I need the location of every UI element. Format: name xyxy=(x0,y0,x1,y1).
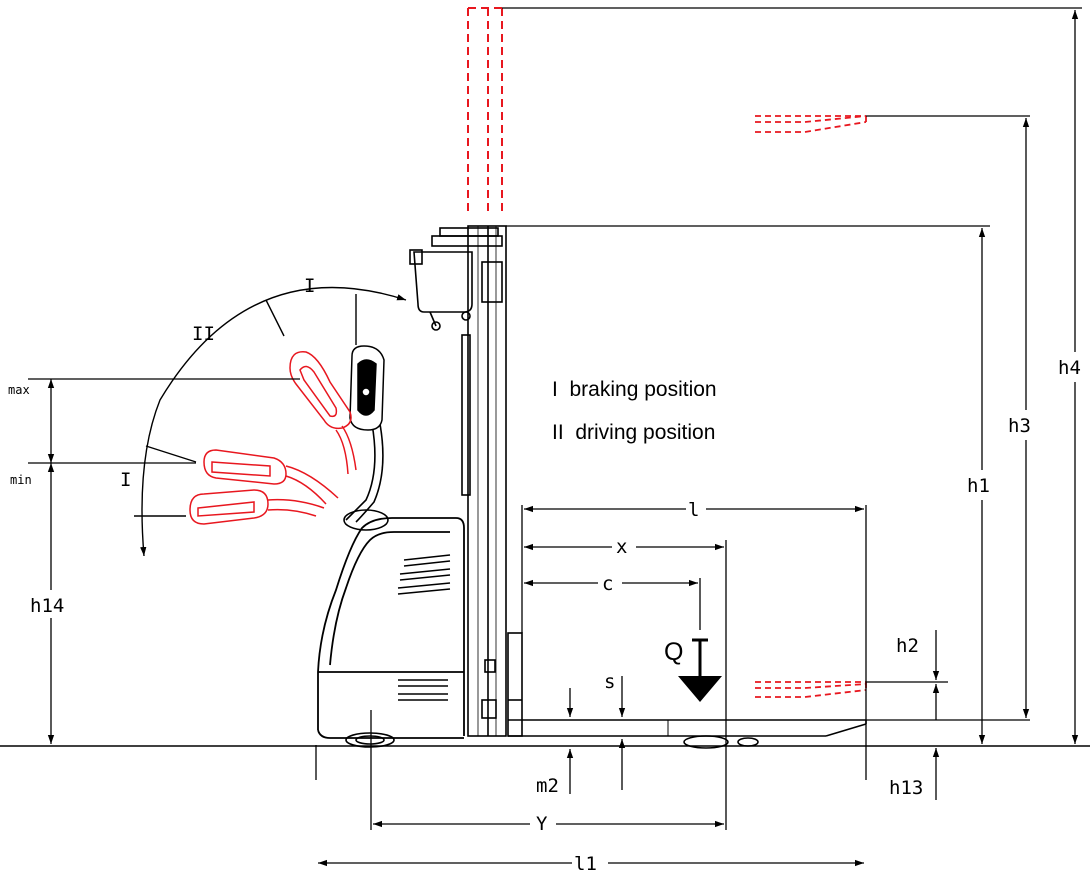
tiller-height-dims xyxy=(28,378,300,744)
dim-label-l: l xyxy=(688,499,699,521)
dim-label-h1: h1 xyxy=(967,475,990,497)
tiller-head-red-upper xyxy=(289,351,357,475)
dim-label-c: c xyxy=(602,573,613,595)
tiller-head-vertical xyxy=(349,345,385,431)
dim-label-h14: h14 xyxy=(30,595,64,617)
height-dimension-lines xyxy=(932,10,1079,800)
tiller-arm xyxy=(343,423,389,531)
height-extension-lines xyxy=(502,7,1082,721)
dim-label-s: s xyxy=(604,671,615,693)
dim-label-m2: m2 xyxy=(536,775,559,797)
chassis-body xyxy=(317,517,465,739)
dim-label-h4: h4 xyxy=(1058,357,1081,379)
raised-forks-top xyxy=(755,115,867,133)
mast xyxy=(431,225,507,737)
tiller-head-red-middle xyxy=(203,449,339,505)
zone-label-I-upper: I xyxy=(304,275,315,297)
dim-label-h3: h3 xyxy=(1008,415,1031,437)
forks xyxy=(508,719,867,737)
legend-braking: I braking position xyxy=(552,378,717,401)
tiller-max-label: max xyxy=(8,383,30,397)
zone-label-II: II xyxy=(192,323,215,345)
raised-forks-initial-lift xyxy=(755,681,867,698)
chassis-vent-slots xyxy=(397,554,451,701)
dim-label-h13: h13 xyxy=(889,777,923,799)
tiller-head-red-lower xyxy=(189,489,325,525)
drive-wheel xyxy=(345,732,395,748)
mast-head-unit xyxy=(409,249,473,331)
legend-driving: II driving position xyxy=(552,421,715,444)
zone-label-I-lower: I xyxy=(120,469,131,491)
dim-label-h2: h2 xyxy=(896,635,919,657)
raised-mast-outline xyxy=(467,7,503,214)
tiller-min-label: min xyxy=(10,473,32,487)
clearance-dimension-lines xyxy=(566,676,626,794)
tiller-swing-arc xyxy=(134,286,407,557)
dim-label-Y: Y xyxy=(536,813,548,835)
dim-label-l1: l1 xyxy=(574,853,597,875)
dim-label-Q: Q xyxy=(664,638,683,666)
dim-label-x: x xyxy=(616,536,627,558)
load-center-q-symbol xyxy=(678,638,722,702)
length-extension-lines xyxy=(315,505,867,830)
